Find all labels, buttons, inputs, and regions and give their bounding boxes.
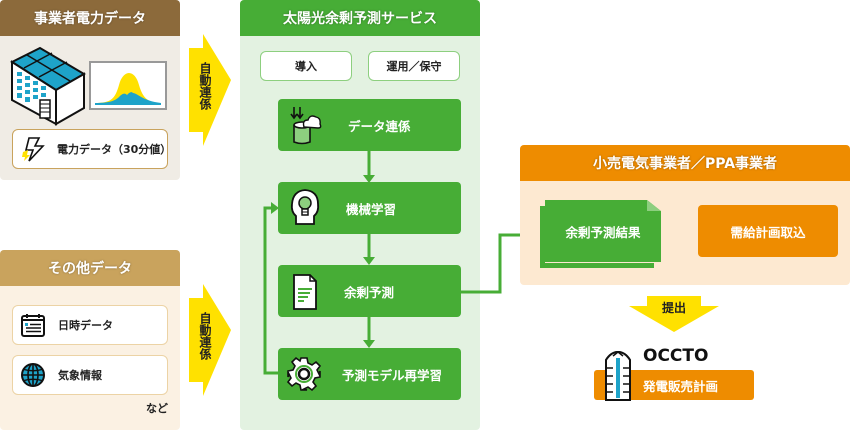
document-icon [292,271,318,311]
other-data-note: など [146,402,168,415]
forecast-result[interactable]: 余剰予測結果 [545,200,661,262]
tab-operation-label: 運用／保守 [386,60,442,73]
tab-introduction-label: 導入 [295,60,317,73]
datetime-data-label: 日時データ [58,319,113,332]
occto-plan-label: 発電販売計画 [643,378,719,394]
occto-name: OCCTO [643,346,709,366]
gear-icon [286,356,322,392]
weather-info-label: 気象情報 [58,369,102,382]
step-model-retrain[interactable]: 予測モデル再学習 [278,348,461,400]
forecast-result-label: 余剰予測結果 [565,224,641,240]
other-data-panel: その他データ 日時データ 気象情報 など [0,250,180,430]
power-data-panel: 事業者電力データ [0,0,180,180]
auto-link-label-1: 自動連係 [198,62,212,110]
submit-arrow: 提出 [629,296,719,332]
submit-label: 提出 [661,301,686,315]
supply-plan-import-label: 需給計画取込 [730,224,806,240]
globe-icon [20,362,46,388]
step-machine-learning[interactable]: 機械学習 [278,182,461,234]
step-surplus-forecast-label: 余剰予測 [344,284,395,300]
other-data-item: 気象情報 [12,355,168,395]
document-fold-icon [647,200,661,211]
power-data-label: 電力データ（30分値） [57,143,172,156]
lightbulb-head-icon [290,188,320,228]
generation-chart-icon [89,61,167,110]
service-title: 太陽光余剰予測サービス [240,0,480,36]
tab-operation[interactable]: 運用／保守 [368,51,460,81]
data-cloud-icon [290,105,322,145]
step-data-link[interactable]: データ連係 [278,99,461,151]
power-data-title: 事業者電力データ [0,0,180,36]
other-data-item: 日時データ [12,305,168,345]
auto-link-label-2: 自動連係 [198,312,212,360]
auto-link-arrow-1: 自動連係 [189,34,231,146]
step-data-link-label: データ連係 [348,118,411,134]
calendar-icon [20,312,46,338]
step-surplus-forecast[interactable]: 余剰予測 [278,265,461,317]
tab-introduction[interactable]: 導入 [260,51,352,81]
retailer-title: 小売電気事業者／PPA事業者 [520,145,850,181]
step-machine-learning-label: 機械学習 [346,201,397,217]
solar-building-icon [10,44,86,126]
lightning-icon [21,136,47,162]
occto-building-icon-overlay [603,350,633,402]
power-data-card: 電力データ（30分値） [12,129,172,169]
auto-link-arrow-2: 自動連係 [189,284,231,396]
step-model-retrain-label: 予測モデル再学習 [342,367,443,383]
other-data-title: その他データ [0,250,180,286]
supply-plan-import[interactable]: 需給計画取込 [698,205,838,257]
